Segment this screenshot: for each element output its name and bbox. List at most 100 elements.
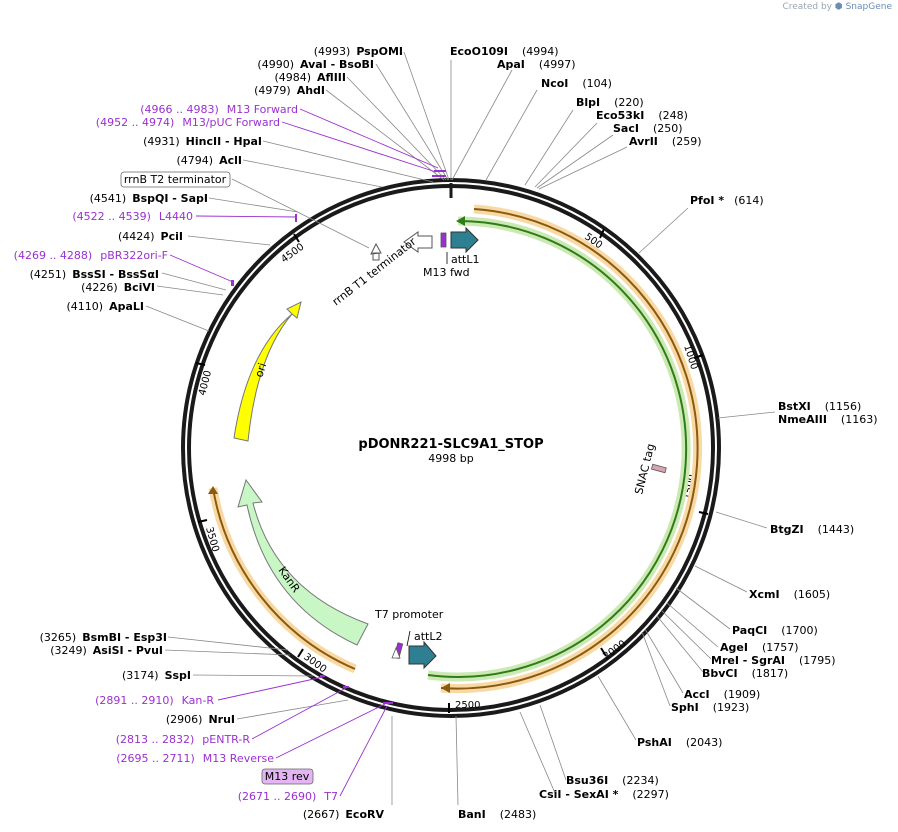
primer-t7[interactable]: (2671 .. 2690)T7: [238, 790, 338, 803]
leader-avrii: [538, 146, 628, 190]
tick-1500: [698, 511, 709, 515]
site-ahdi[interactable]: (4979)AhdI: [254, 84, 325, 97]
m13-fwd-label: M13 fwd: [423, 266, 470, 279]
mark-pentr-r: [343, 686, 349, 688]
snapgene-watermark: Created by ⬢ SnapGene: [782, 2, 892, 12]
site-pfoi[interactable]: PfoI *(614): [690, 194, 764, 207]
site-bsu36i[interactable]: Bsu36I(2234): [566, 774, 659, 787]
site-ncoi[interactable]: NcoI(104): [541, 77, 612, 90]
site-saci[interactable]: SacI(250): [613, 122, 683, 135]
site-acli[interactable]: (4794)AclI: [177, 154, 242, 167]
site-avai-bsobi[interactable]: (4990)AvaI - BsoBI: [257, 58, 374, 71]
site-asisi-pvui[interactable]: (3249)AsiSI - PvuI: [50, 644, 163, 657]
mark-m13-forward: [434, 170, 446, 172]
tick-2000: [600, 647, 607, 657]
leader-paqci: [675, 587, 731, 630]
kan-outer-arrowhead: [208, 486, 218, 494]
rrnb-t1-label: rrnB T1 terminator: [330, 235, 419, 309]
site-apali[interactable]: (4110)ApaLI: [67, 300, 145, 313]
snapgene-logo: ⬢: [834, 2, 846, 12]
site-blpi[interactable]: BlpI(220): [576, 96, 644, 109]
leader-saci: [536, 134, 614, 189]
leader-asisi: [164, 649, 291, 656]
site-bbvci[interactable]: BbvCI(1817): [702, 667, 788, 680]
site-sphi[interactable]: SphI(1923): [671, 701, 749, 714]
leader-bsssi: [161, 272, 227, 291]
kanr-feature: [237, 478, 369, 646]
site-btgzi[interactable]: BtgZI(1443): [770, 523, 854, 536]
leader-m13-puc-forward: [281, 121, 437, 173]
primer-pbr322ori-f[interactable]: (4269 .. 4288)pBR322ori-F: [14, 249, 168, 262]
site-sspi[interactable]: (3174)SspI: [122, 669, 191, 682]
rrnb-t2-feature: [370, 242, 382, 261]
m13-rev-label[interactable]: M13 rev: [265, 770, 310, 783]
leader-sapi: [208, 197, 299, 213]
site-ecorv[interactable]: (2667)EcoRV: [303, 808, 385, 821]
tick-4000: [195, 362, 206, 366]
rrnb-t1-feature: [403, 231, 433, 253]
leader-t7: [339, 705, 388, 797]
site-eco53ki[interactable]: Eco53kI(248): [596, 109, 688, 122]
leader-ahdi: [325, 89, 445, 181]
site-acci[interactable]: AccI(1909): [684, 688, 760, 701]
site-pcii[interactable]: (4424)PciI: [118, 230, 183, 243]
site-hincii-hpai[interactable]: (4931)HincII - HpaI: [143, 135, 262, 148]
tick-3000: [297, 648, 304, 658]
leader-hincii: [262, 140, 434, 183]
leader-xcmi: [694, 565, 748, 593]
site-paqci[interactable]: PaqCI(1700): [732, 624, 818, 637]
mark-m13-puc-forward: [432, 175, 446, 177]
site-ecoo109i[interactable]: EcoO109I(4994): [450, 45, 559, 58]
site-bcivi[interactable]: (4226)BciVI: [81, 281, 155, 294]
mark-l4440: [295, 214, 297, 222]
attl2-feature: [408, 640, 437, 670]
leader-bbvci: [656, 615, 704, 673]
leader-acci: [644, 628, 684, 694]
m13-fwd-feature: [440, 232, 447, 248]
site-bspqi-sapi[interactable]: (4541)BspQI - SapI: [90, 192, 208, 205]
m13-rev-box: [261, 768, 314, 785]
leader-bsu36i: [539, 704, 567, 781]
site-bani[interactable]: BanI(2483): [458, 808, 536, 821]
leader-bcivi: [156, 285, 224, 296]
primer-m13-forward[interactable]: (4966 .. 4983)M13 Forward: [140, 103, 298, 116]
primer-pentr-r[interactable]: (2813 .. 2832)pENTR-R: [116, 733, 251, 746]
site-apai[interactable]: ApaI(4997): [497, 58, 575, 71]
leader-pshai: [597, 675, 637, 741]
primer-l4440[interactable]: (4522 .. 4539)L4440: [72, 210, 193, 223]
sites-left: (4993)PspOMI (4990)AvaI - BsoBI (4984)Af…: [30, 45, 403, 821]
primer-m13-reverse[interactable]: (2695 .. 2711)M13 Reverse: [116, 752, 274, 765]
site-nrui[interactable]: (2906)NruI: [166, 713, 235, 726]
site-nmeaiii[interactable]: NmeAIII(1163): [778, 413, 878, 426]
site-pspomi[interactable]: (4993)PspOMI: [314, 45, 403, 58]
mark-pbr322ori-f: [231, 280, 234, 286]
site-pshai[interactable]: PshAI(2043): [637, 736, 722, 749]
rrnb-t2-label[interactable]: rrnB T2 terminator: [124, 173, 227, 186]
leader-l4440: [195, 215, 298, 218]
orf-arc-inner: [427, 220, 688, 678]
primer-marks: [231, 170, 446, 704]
site-mrei-sgrai[interactable]: MreI - SgrAI(1795): [711, 654, 836, 667]
leader-bsmbi: [167, 636, 289, 651]
site-bstxi[interactable]: BstXI(1156): [778, 400, 861, 413]
site-agei[interactable]: AgeI(1757): [720, 641, 799, 654]
ori-label: ori: [252, 361, 269, 379]
site-afliii[interactable]: (4984)AflIII: [274, 71, 346, 84]
site-bsmbi-esp3i[interactable]: (3265)BsmBI - Esp3I: [40, 631, 167, 644]
primer-kan-r[interactable]: (2891 .. 2910)Kan-R: [95, 694, 214, 707]
leader-sspi: [192, 674, 314, 677]
primer-leaders: [169, 108, 439, 797]
site-xcmi[interactable]: XcmI(1605): [749, 588, 830, 601]
leader-acli: [242, 159, 383, 188]
site-csii-sexai[interactable]: CsiI - SexAI *(2297): [539, 788, 669, 801]
mark-kan-r: [320, 675, 325, 677]
site-bsssi[interactable]: (4251)BssSI - BssSαI: [30, 268, 159, 281]
primer-m13-puc-forward[interactable]: (4952 .. 4974)M13/pUC Forward: [96, 116, 280, 129]
site-avrii[interactable]: AvrII(259): [629, 135, 702, 148]
orf-arc-outer: [440, 208, 699, 690]
leader-nrui: [236, 699, 349, 720]
tick-label-2500: 2500: [455, 700, 480, 711]
attl1-label: attL1: [451, 253, 480, 266]
primer-labels: (4966 .. 4983)M13 Forward (4952 .. 4974)…: [14, 103, 338, 803]
